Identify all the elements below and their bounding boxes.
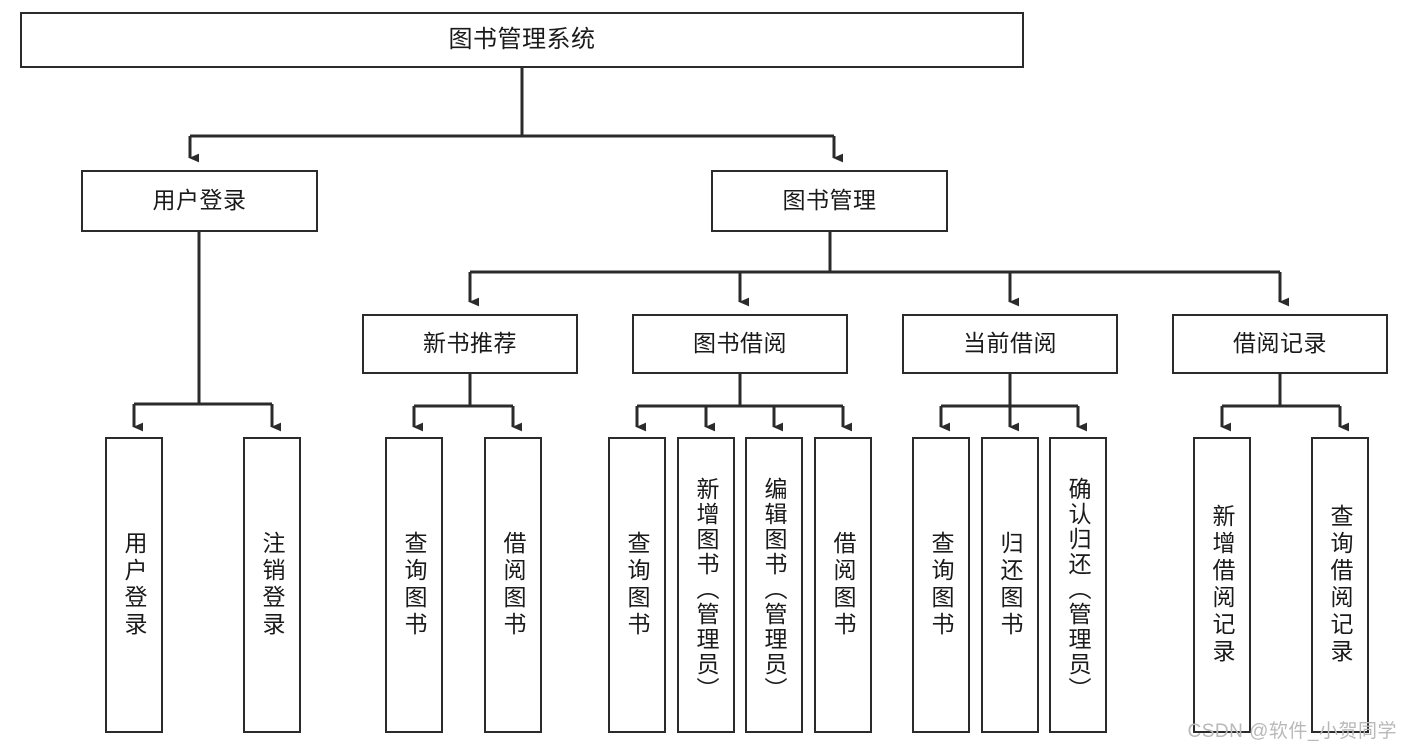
node-leaf-user-login[interactable]: 用户登录	[105, 437, 163, 733]
node-leaf-borrow-book-1-label: 借阅图书	[500, 531, 527, 639]
node-current-borrow[interactable]: 当前借阅	[902, 314, 1118, 374]
node-user-login-label: 用户登录	[152, 187, 247, 214]
node-leaf-add-book[interactable]: 新增图书（管理员）	[677, 437, 735, 733]
node-book-manage[interactable]: 图书管理	[711, 170, 948, 232]
node-leaf-logout-login-label: 注销登录	[259, 531, 286, 639]
node-user-login[interactable]: 用户登录	[81, 170, 318, 232]
node-leaf-borrow-book-2[interactable]: 借阅图书	[814, 437, 872, 733]
node-leaf-add-record-label: 新增借阅记录	[1209, 504, 1236, 666]
node-book-borrow[interactable]: 图书借阅	[632, 314, 848, 374]
node-leaf-return-book[interactable]: 归还图书	[981, 437, 1039, 733]
node-new-book-recommend[interactable]: 新书推荐	[362, 314, 578, 374]
node-book-manage-label: 图书管理	[782, 187, 877, 214]
node-root[interactable]: 图书管理系统	[20, 12, 1024, 68]
node-leaf-query-record[interactable]: 查询借阅记录	[1311, 437, 1369, 733]
node-leaf-confirm-return[interactable]: 确认归还（管理员）	[1049, 437, 1107, 733]
node-leaf-query-book-3[interactable]: 查询图书	[912, 437, 970, 733]
node-leaf-borrow-book-1[interactable]: 借阅图书	[484, 437, 542, 733]
node-leaf-add-record[interactable]: 新增借阅记录	[1193, 437, 1251, 733]
node-book-borrow-label: 图书借阅	[693, 330, 787, 357]
node-leaf-edit-book[interactable]: 编辑图书（管理员）	[745, 437, 803, 733]
node-leaf-query-record-label: 查询借阅记录	[1327, 504, 1354, 666]
node-leaf-confirm-return-label: 确认归还（管理员）	[1065, 476, 1092, 702]
csdn-watermark: CSDN @软件_小贺同学	[1187, 721, 1397, 742]
node-borrow-record[interactable]: 借阅记录	[1172, 314, 1388, 374]
node-leaf-query-book-3-label: 查询图书	[928, 531, 955, 639]
node-leaf-edit-book-label: 编辑图书（管理员）	[761, 476, 788, 702]
node-leaf-query-book-1-label: 查询图书	[401, 531, 428, 639]
node-leaf-query-book-2-label: 查询图书	[624, 531, 651, 639]
node-leaf-user-login-label: 用户登录	[121, 531, 148, 639]
node-borrow-record-label: 借阅记录	[1233, 330, 1327, 357]
node-leaf-add-book-label: 新增图书（管理员）	[693, 476, 720, 702]
node-root-label: 图书管理系统	[448, 25, 596, 53]
node-current-borrow-label: 当前借阅	[963, 330, 1057, 357]
node-leaf-query-book-2[interactable]: 查询图书	[608, 437, 666, 733]
node-leaf-query-book-1[interactable]: 查询图书	[385, 437, 443, 733]
node-new-book-recommend-label: 新书推荐	[423, 330, 517, 357]
node-leaf-borrow-book-2-label: 借阅图书	[830, 531, 857, 639]
node-leaf-logout-login[interactable]: 注销登录	[243, 437, 301, 733]
node-leaf-return-book-label: 归还图书	[997, 531, 1024, 639]
